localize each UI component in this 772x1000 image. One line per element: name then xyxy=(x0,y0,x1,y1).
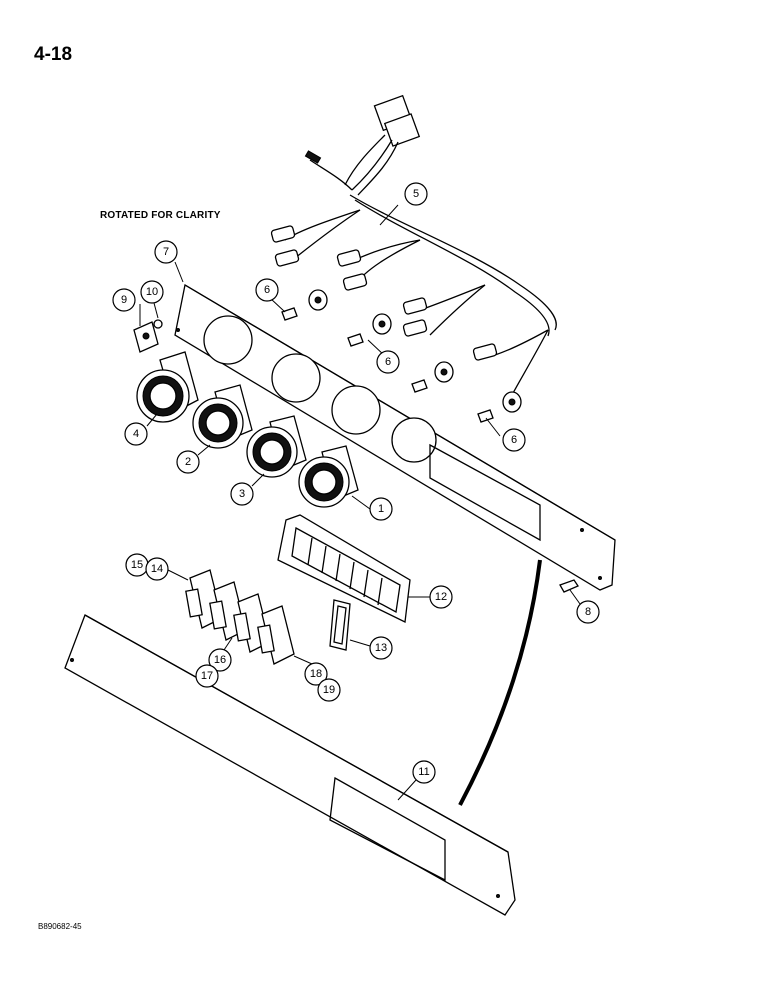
svg-text:13: 13 xyxy=(375,642,387,654)
callout-11: 11 xyxy=(412,760,436,784)
blank-plug xyxy=(329,599,351,651)
screw xyxy=(559,579,579,593)
gauge-1 xyxy=(298,445,359,508)
callout-15: 15 xyxy=(125,553,149,577)
callout-13: 13 xyxy=(369,636,393,660)
svg-text:16: 16 xyxy=(214,654,226,666)
svg-text:14: 14 xyxy=(151,563,163,575)
gauge-2 xyxy=(192,384,253,449)
callout-7: 7 xyxy=(154,240,178,264)
callout-6b: 6 xyxy=(376,350,400,374)
leader-lines xyxy=(139,204,581,801)
svg-text:10: 10 xyxy=(146,286,158,298)
svg-text:5: 5 xyxy=(413,188,419,200)
callout-10: 10 xyxy=(140,280,164,304)
rocker-switches xyxy=(185,569,295,665)
gauge-4 xyxy=(136,351,199,423)
gauge-3 xyxy=(246,415,307,478)
svg-text:15: 15 xyxy=(131,559,143,571)
svg-text:2: 2 xyxy=(185,456,191,468)
callout-9: 9 xyxy=(112,288,136,312)
bracket-and-nut xyxy=(133,319,163,353)
page-number: 4-18 xyxy=(34,44,73,65)
callout-6c: 6 xyxy=(502,428,526,452)
callout-12: 12 xyxy=(429,585,453,609)
wiring-harness xyxy=(270,94,557,396)
svg-text:6: 6 xyxy=(264,284,270,296)
bulb-sockets xyxy=(281,289,522,423)
callout-3: 3 xyxy=(230,482,254,506)
svg-text:8: 8 xyxy=(585,606,591,618)
svg-text:11: 11 xyxy=(418,766,429,778)
svg-text:17: 17 xyxy=(201,670,213,682)
svg-text:1: 1 xyxy=(378,503,384,515)
svg-text:12: 12 xyxy=(435,591,447,603)
callout-17: 17 xyxy=(195,664,219,688)
callout-6a: 6 xyxy=(255,278,279,302)
figure-code: B890682-45 xyxy=(38,922,82,931)
svg-text:18: 18 xyxy=(310,668,322,680)
callout-16: 16 xyxy=(208,648,232,672)
svg-text:7: 7 xyxy=(163,246,169,258)
callout-19: 19 xyxy=(317,678,341,702)
svg-text:9: 9 xyxy=(121,294,127,306)
connector-line xyxy=(458,559,542,806)
svg-text:6: 6 xyxy=(385,356,391,368)
upper-instrument-panel xyxy=(174,283,616,591)
lower-instrument-panel xyxy=(64,614,516,916)
callout-14: 14 xyxy=(145,557,169,581)
callout-18: 18 xyxy=(304,662,328,686)
svg-text:4: 4 xyxy=(133,428,139,440)
callout-5: 5 xyxy=(404,182,428,206)
switch-bezel xyxy=(277,514,411,623)
callout-2: 2 xyxy=(176,450,200,474)
svg-text:6: 6 xyxy=(511,434,517,446)
gauges xyxy=(136,351,359,508)
svg-text:19: 19 xyxy=(323,684,335,696)
callout-4: 4 xyxy=(124,422,148,446)
callout-8: 8 xyxy=(576,600,600,624)
rotated-note: ROTATED FOR CLARITY xyxy=(100,210,221,221)
callout-1: 1 xyxy=(369,497,393,521)
svg-text:3: 3 xyxy=(239,488,245,500)
